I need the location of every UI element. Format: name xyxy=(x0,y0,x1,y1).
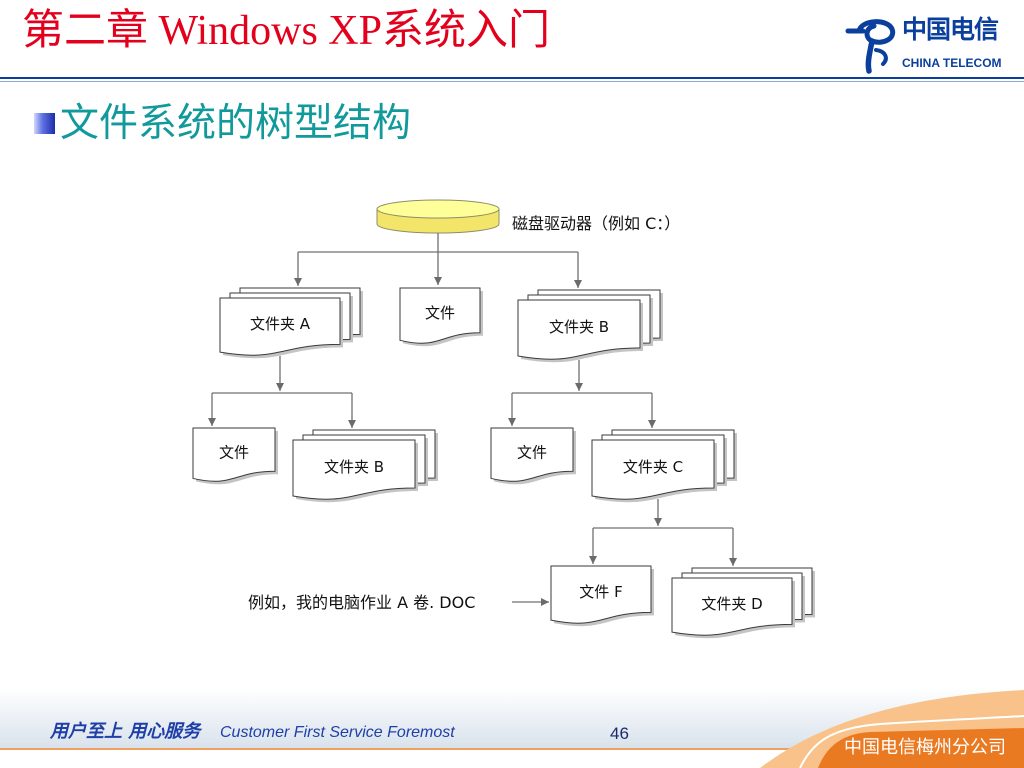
annotation-text: 例如，我的电脑作业 A 卷. DOC xyxy=(248,593,475,612)
node-label: 文件夹 B xyxy=(324,458,384,476)
node-label: 文件夹 A xyxy=(250,315,311,333)
header-divider-thin xyxy=(0,81,1024,82)
document-icon xyxy=(550,565,652,624)
node-label: 文件 xyxy=(219,443,249,461)
folder-stack-icon xyxy=(671,577,793,636)
footer-slogan-cn: 用户至上 用心服务 xyxy=(50,721,201,742)
node-label: 文件夹 D xyxy=(701,595,762,613)
folder-stack-icon xyxy=(292,439,416,500)
node-label: 文件 xyxy=(517,443,547,461)
file-node-3: 文件 xyxy=(490,427,576,485)
folder-stack-icon xyxy=(591,439,715,500)
square-bullet-icon xyxy=(34,113,55,134)
disk-drive-icon xyxy=(376,199,500,234)
china-telecom-logo-icon xyxy=(845,19,896,74)
footer-slogan-en: Customer First Service Foremost xyxy=(220,724,455,741)
document-icon xyxy=(490,427,574,482)
folder-stack-icon xyxy=(517,299,641,360)
slide-footer: 用户至上 用心服务 Customer First Service Foremos… xyxy=(0,688,1024,768)
footer-background xyxy=(0,688,1024,768)
document-icon xyxy=(192,427,276,482)
folder-node-d: 文件夹 D xyxy=(671,567,815,639)
node-label: 文件 xyxy=(425,304,455,322)
disk-drive-label: 磁盘驱动器（例如 C：） xyxy=(512,214,680,233)
folder-node-b-1: 文件夹 B xyxy=(517,289,663,363)
china-telecom-logo: 中国电信 CHINA TELECOM xyxy=(842,10,1012,74)
footer-company-name: 中国电信梅州分公司 xyxy=(844,737,1006,758)
node-label: 文件夹 C xyxy=(623,458,683,476)
folder-node-b-2: 文件夹 B xyxy=(292,429,438,503)
node-label: 文件夹 B xyxy=(549,318,609,336)
file-node-f: 文件 F xyxy=(550,565,654,627)
logo-text-cn: 中国电信 xyxy=(902,15,999,44)
folder-stack-icon xyxy=(219,297,341,356)
header-divider xyxy=(0,77,1024,79)
folder-node-c: 文件夹 C xyxy=(591,429,737,503)
slide-subtitle: 文件系统的树型结构 xyxy=(60,101,412,146)
tree-connectors xyxy=(208,233,737,606)
node-label: 文件 F xyxy=(579,583,622,601)
folder-node-a: 文件夹 A xyxy=(219,287,363,359)
file-node-1: 文件 xyxy=(399,287,483,347)
page-number: 46 xyxy=(610,724,629,743)
file-node-2: 文件 xyxy=(192,427,278,485)
logo-text-en: CHINA TELECOM xyxy=(902,56,1002,70)
document-icon xyxy=(399,287,481,344)
slide-title: 第二章 Windows XP系统入门 xyxy=(22,8,550,54)
